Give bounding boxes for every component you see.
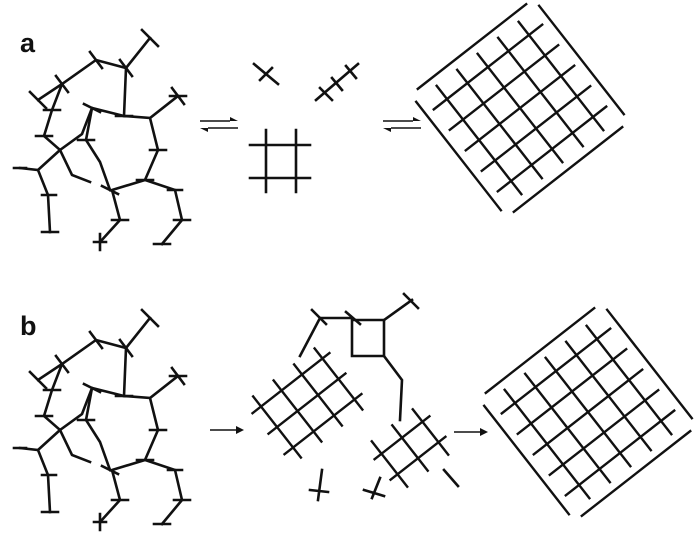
crystalline-grid-a xyxy=(411,0,630,217)
amorphous-network-a xyxy=(14,30,190,250)
forward-arrow-b1 xyxy=(210,426,244,434)
crystalline-grid-b xyxy=(479,303,694,522)
tetramer-square xyxy=(250,130,310,192)
forward-arrow-b2 xyxy=(454,428,488,436)
equilibrium-arrow-a1 xyxy=(200,117,238,132)
monomer-cross xyxy=(254,64,278,84)
amorphous-network-b xyxy=(14,310,190,530)
equilibrium-arrow-a2 xyxy=(383,117,421,132)
dimer-fragment xyxy=(316,64,358,100)
partial-ordered-network xyxy=(243,294,458,500)
